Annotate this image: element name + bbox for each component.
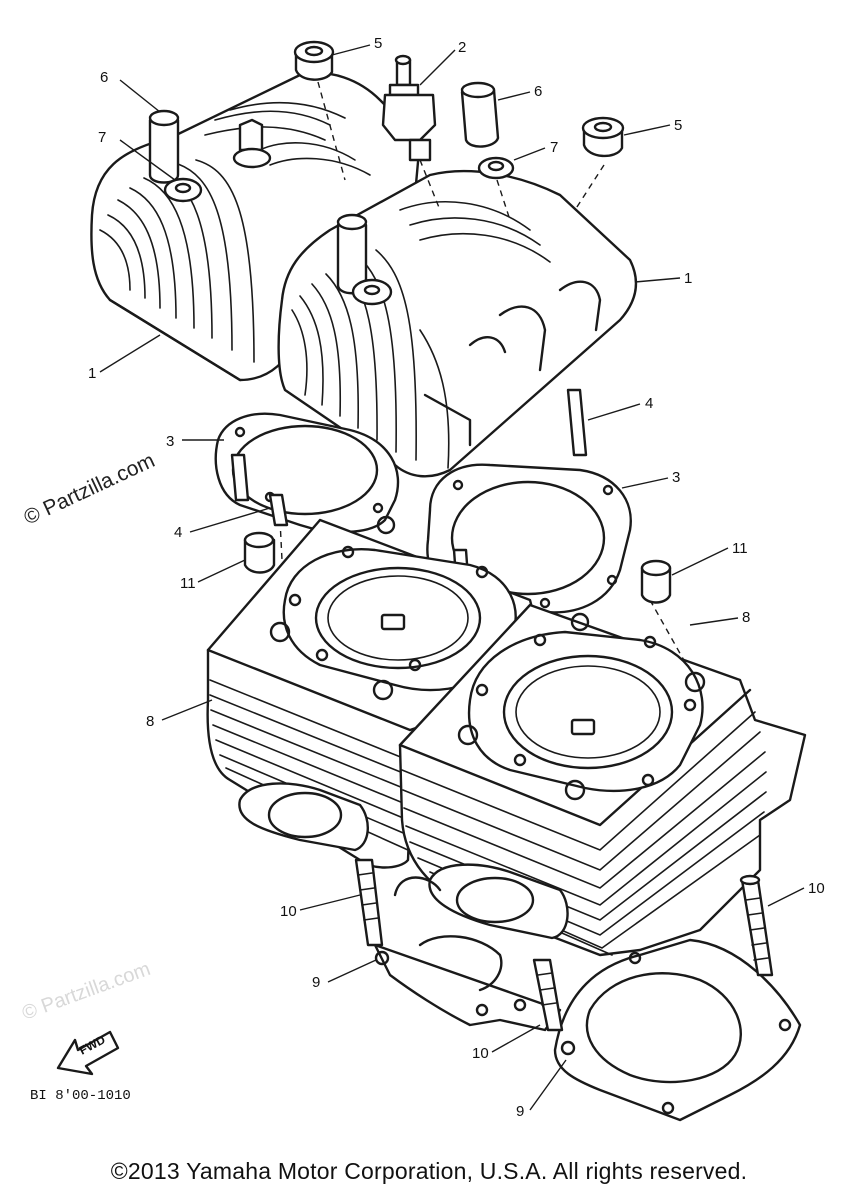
callout-8-right: 8 [742,609,750,626]
stud-long-left [354,858,384,947]
callout-6-left: 6 [100,69,108,86]
callout-3-left: 3 [166,433,174,450]
diagram-code: BI 8'00-1010 [30,1088,131,1104]
base-gasket-right [553,938,802,1122]
callout-5-left: 5 [374,35,382,52]
callout-7-left: 7 [98,129,106,146]
leader-lines [99,44,805,1111]
fwd-arrow-icon: FWD [56,1030,120,1076]
nut-right [581,116,625,158]
cylinder-left [206,515,542,869]
sleeve-right [460,81,500,148]
bolt-right [640,559,672,604]
copyright-notice: ©2013 Yamaha Motor Corporation, U.S.A. A… [110,1158,748,1184]
stud-long-right [739,874,774,977]
callouts: 6 7 5 2 6 7 5 1 1 4 3 3 4 11 11 8 8 10 1… [88,35,825,1120]
bolt-left [243,531,276,574]
callout-4-right: 4 [645,395,653,412]
callout-5-right: 5 [674,117,682,134]
callout-8-left: 8 [146,713,154,730]
callout-2: 2 [458,39,466,56]
callout-6-right: 6 [534,83,542,100]
callout-1-left: 1 [88,365,96,382]
spark-plug [381,54,437,162]
stud-left [230,453,289,527]
washer-right [477,156,515,180]
callout-10-mid: 10 [472,1045,489,1062]
callout-7-right: 7 [550,139,558,156]
watermark-left: © Partzilla.com [20,449,158,530]
base-gasket-left [373,876,562,1032]
callout-9-left: 9 [312,974,320,991]
cylinder-right [398,603,807,957]
cylinder-head-right [277,169,638,478]
callout-11-left: 11 [180,575,196,592]
nut-left [293,40,335,81]
callout-4-left: 4 [174,524,182,541]
stud-long-center [532,958,564,1032]
callout-1-right: 1 [684,270,692,287]
cylinder-head-left [90,71,422,382]
callout-11-right: 11 [732,540,748,557]
callout-10-left: 10 [280,903,297,920]
callout-10-right: 10 [808,880,825,897]
callout-9-right: 9 [516,1103,524,1120]
watermark-lower-left: © Partzilla.com [19,958,153,1025]
callout-3-right: 3 [672,469,680,486]
